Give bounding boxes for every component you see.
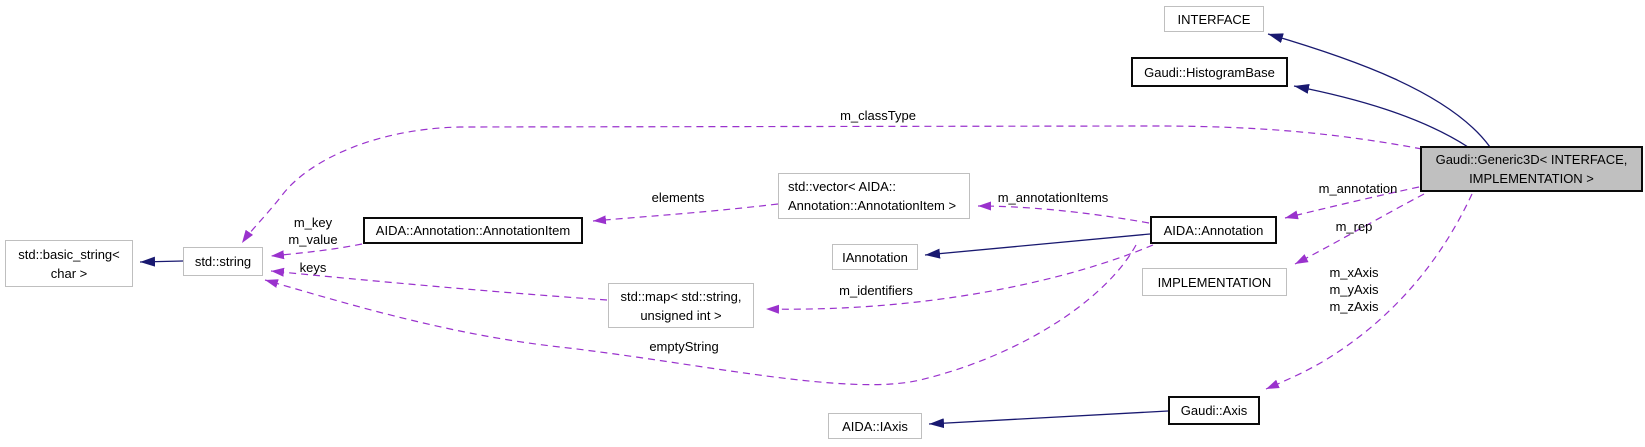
edge-usage-annotation xyxy=(1284,186,1420,220)
edge-label-m-classtype: m_classType xyxy=(840,108,916,123)
edge-usage-classtype xyxy=(241,125,1423,244)
node-aida-annotation[interactable]: AIDA::Annotation xyxy=(1150,216,1277,244)
node-aida-iaxis[interactable]: AIDA::IAxis xyxy=(828,413,922,439)
edge-label-m-annotationitems: m_annotationItems xyxy=(997,190,1109,205)
edge-usage-emptystring xyxy=(264,244,1137,386)
edge-label-elements: elements xyxy=(651,190,705,205)
edge-usage-keys xyxy=(270,267,608,301)
edge-inherit-generic3d-interface xyxy=(1267,33,1491,148)
edge-usage-rep xyxy=(1294,193,1425,265)
node-gaudi-axis[interactable]: Gaudi::Axis xyxy=(1168,396,1260,425)
edge-inherit-string-basicstring xyxy=(139,256,184,267)
node-implementation[interactable]: IMPLEMENTATION xyxy=(1142,268,1287,296)
node-iannotation[interactable]: IAnnotation xyxy=(832,244,918,270)
edge-usage-identifiers xyxy=(765,244,1154,314)
node-interface[interactable]: INTERFACE xyxy=(1164,6,1264,32)
edge-label-m-annotation: m_annotation xyxy=(1318,181,1398,196)
edge-label-m-rep: m_rep xyxy=(1335,219,1373,234)
node-aida-annotation-annotationitem[interactable]: AIDA::Annotation::AnnotationItem xyxy=(363,217,583,244)
edge-usage-annotationitems xyxy=(977,201,1150,224)
node-gaudi-histogrambase[interactable]: Gaudi::HistogramBase xyxy=(1131,57,1288,87)
node-std-basic-string[interactable]: std::basic_string< char > xyxy=(5,240,133,287)
node-gaudi-generic3d: Gaudi::Generic3D< INTERFACE, IMPLEMENTAT… xyxy=(1420,146,1643,192)
edge-label-emptystring: emptyString xyxy=(649,339,719,354)
edge-label-m-key-m-value: m_key m_value xyxy=(288,215,338,247)
edge-label-m-identifiers: m_identifiers xyxy=(839,283,913,298)
edge-usage-elements xyxy=(592,203,779,225)
edge-inherit-generic3d-histogrambase xyxy=(1293,83,1469,148)
node-std-string[interactable]: std::string xyxy=(183,247,263,276)
node-std-vector-annotationitem[interactable]: std::vector< AIDA:: Annotation::Annotati… xyxy=(778,173,970,219)
edge-label-m-axes: m_xAxis m_yAxis m_zAxis xyxy=(1329,265,1379,314)
edge-inherit-annotation-iannotation xyxy=(924,233,1151,259)
edge-usage-axes xyxy=(1265,193,1473,390)
node-std-map-string-uint[interactable]: std::map< std::string, unsigned int > xyxy=(608,283,754,328)
edge-label-keys: keys xyxy=(299,260,327,275)
edge-inherit-axis-iaxis xyxy=(928,410,1169,429)
